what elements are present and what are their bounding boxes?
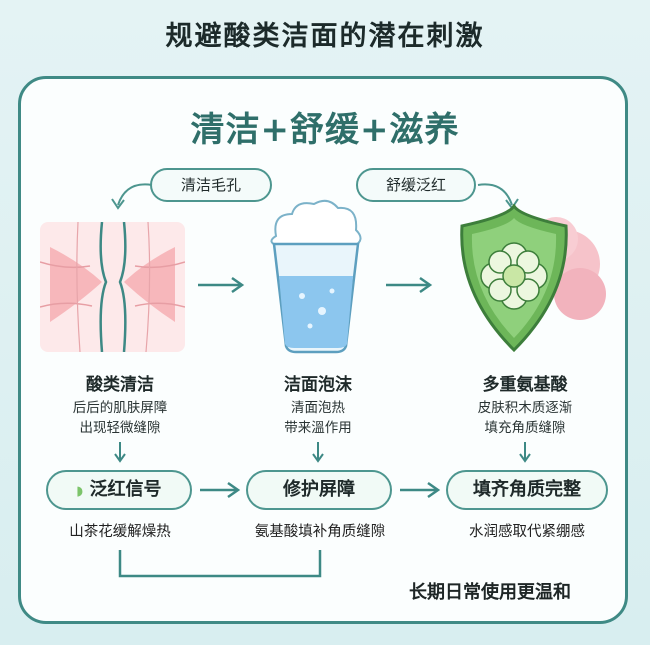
step-2-desc-line-1: 清面泡热 (291, 400, 345, 416)
arrow-down-icon (114, 442, 126, 463)
step-1-title: 酸类清洁 (86, 375, 154, 395)
step-2-desc: 清面泡热 带来溫作用 (238, 398, 398, 438)
arrow-down-icon (312, 442, 324, 463)
step-1-desc: 后后的肌肤屏障 出现轻微缝隙 (40, 398, 200, 438)
footer-note: 长期日常使用更温和 (409, 582, 571, 603)
step-3-desc: 皮肤积木质逐渐 填充角质缝隙 (440, 398, 610, 438)
step-3-desc-line-1: 皮肤积木质逐渐 (477, 400, 573, 416)
step-1-desc-line-2: 出现轻微缝隙 (79, 420, 161, 436)
foam-cup-icon (270, 199, 362, 354)
pill-repair-barrier: 修护屏障 (246, 470, 392, 510)
pill-fill-keratin: 填齐角质完整 (446, 470, 608, 510)
step-1-desc-line-1: 后后的肌肤屏障 (72, 400, 168, 416)
curved-arrow-left-icon (111, 183, 153, 210)
tag-cleanse-pores: 清洁毛孔 (150, 168, 272, 202)
bracket-connector (118, 550, 322, 578)
note-hydration: 水润感取代紧绷感 (469, 524, 585, 540)
note-amino-acid: 氨基酸填补角质缝隙 (254, 524, 386, 540)
pill-redness-signal: ◗ 泛红信号 (46, 470, 192, 510)
pill-redness-signal-label: 泛红信号 (89, 479, 162, 500)
arrow-right-icon (198, 276, 245, 294)
shield-flower-icon (460, 204, 606, 353)
leaf-icon: ◗ (76, 484, 84, 499)
step-3-desc-line-2: 填充角质缝隙 (484, 420, 566, 436)
step-2-desc-line-2: 带来溫作用 (284, 420, 352, 436)
arrow-right-icon (200, 481, 241, 499)
subtitle: 清洁+舒缓+滋养 (190, 110, 460, 150)
step-3-title: 多重氨基酸 (482, 375, 568, 395)
arrow-right-icon (400, 481, 441, 499)
skin-gap-illustration (40, 222, 185, 352)
page-title: 规避酸类洁面的潜在刺激 (165, 21, 485, 52)
note-camellia: 山茶花缓解燥热 (69, 524, 171, 540)
arrow-down-icon (519, 442, 531, 463)
step-2-title: 洁面泡沫 (284, 375, 352, 395)
tag-soothe-redness: 舒缓泛红 (356, 168, 476, 202)
arrow-right-icon (386, 276, 433, 294)
